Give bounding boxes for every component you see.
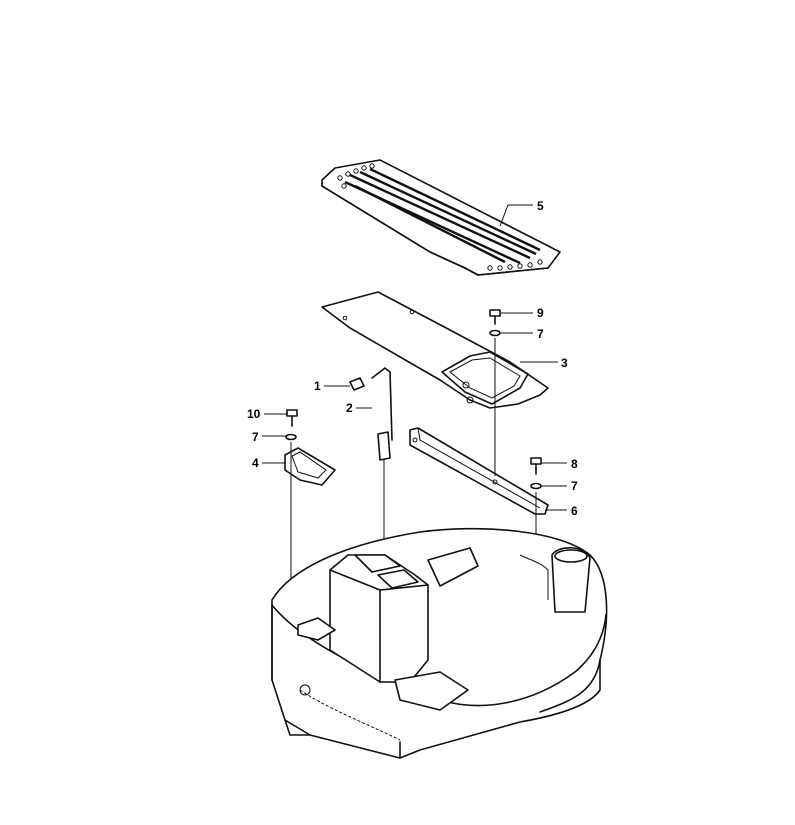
part-5-floor-grating [321, 159, 561, 276]
callout-3: 3 [561, 356, 568, 370]
callout-6: 6 [571, 504, 578, 518]
part-7-washer-c [530, 482, 542, 490]
part-10-bolt [286, 409, 298, 427]
callout-5: 5 [537, 199, 544, 213]
part-8-bolt [530, 457, 542, 475]
part-4-small-bracket [284, 447, 336, 486]
callout-9: 9 [537, 306, 544, 320]
revolving-frame [271, 527, 608, 759]
callout-8: 8 [571, 457, 578, 471]
part-3-cover-plate [321, 291, 549, 409]
callout-7c: 7 [571, 479, 578, 493]
callout-7b: 7 [252, 430, 259, 444]
part-9-bolt [489, 309, 501, 325]
part-6-bracket [409, 427, 549, 515]
part-7-washer-a [489, 329, 501, 337]
callout-10: 10 [247, 407, 261, 421]
part-1-knob [349, 377, 365, 391]
callout-labels: 1 2 3 4 5 6 7 7 7 8 9 10 [247, 199, 578, 518]
part-7-washer-b [285, 433, 297, 441]
part-2-rod [371, 367, 393, 461]
callout-1: 1 [314, 379, 321, 393]
callout-2: 2 [346, 401, 353, 415]
callout-7a: 7 [537, 327, 544, 341]
leader-lines [262, 204, 567, 511]
callout-4: 4 [252, 456, 259, 470]
